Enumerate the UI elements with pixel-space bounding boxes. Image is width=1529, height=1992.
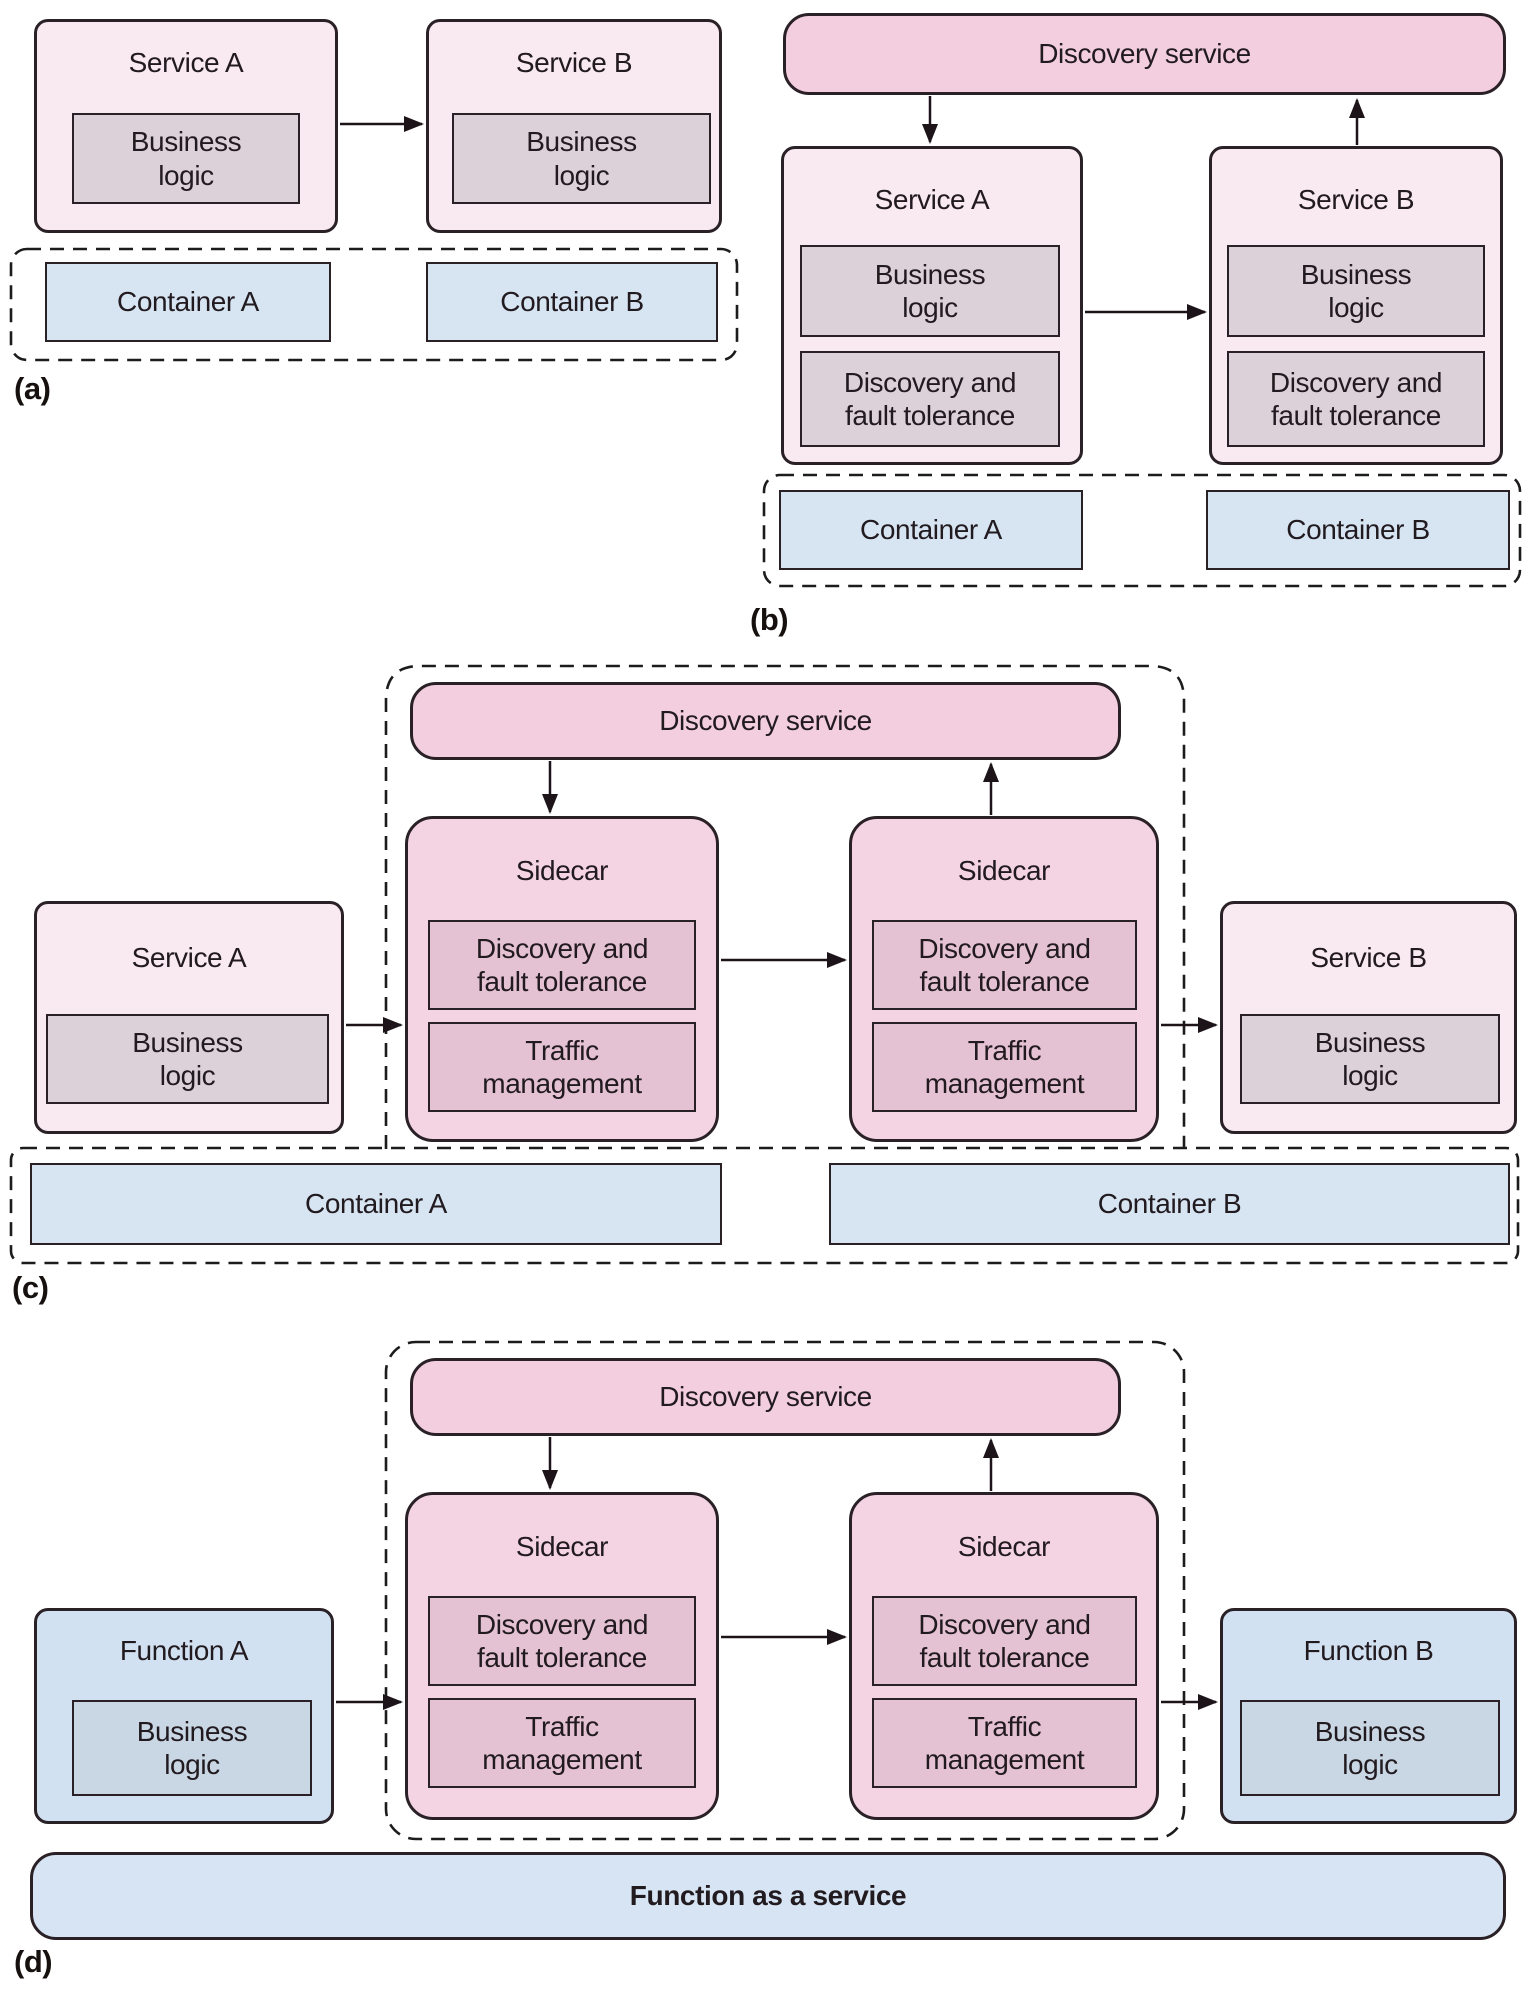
panel-c-service-b-title: Service B <box>1310 942 1427 974</box>
panel-c-label: (c) <box>12 1270 49 1305</box>
panel-a-label: (a) <box>14 371 51 406</box>
panel-c-service-a-business-logic: Business logic <box>46 1014 329 1104</box>
panel-a-service-a-business-logic: Business logic <box>72 113 300 204</box>
panel-b-service-a-title: Service A <box>874 184 990 216</box>
panel-d-label: (d) <box>14 1944 53 1979</box>
panel-a-service-a-title: Service A <box>128 47 244 79</box>
panel-d-function-b-business-logic: Business logic <box>1240 1700 1500 1796</box>
panel-d-sidecar-2-traffic: Traffic management <box>872 1698 1137 1788</box>
panel-c-sidecar-2-traffic: Traffic management <box>872 1022 1137 1112</box>
panel-b-discovery-service-bar: Discovery service <box>783 13 1506 95</box>
panel-d-discovery-service-bar: Discovery service <box>410 1358 1121 1436</box>
panel-a-container-a: Container A <box>45 262 331 342</box>
panel-c-service-a-title: Service A <box>131 942 247 974</box>
panel-b-service-a-discovery-fault: Discovery and fault tolerance <box>800 351 1060 447</box>
panel-b-service-b-discovery-fault: Discovery and fault tolerance <box>1227 351 1485 447</box>
panel-d-function-a-business-logic: Business logic <box>72 1700 312 1796</box>
panel-c-discovery-service-bar: Discovery service <box>410 682 1121 760</box>
panel-d-function-a-title: Function A <box>119 1635 249 1667</box>
panel-c-sidecar-1-traffic: Traffic management <box>428 1022 696 1112</box>
panel-c-service-b-business-logic: Business logic <box>1240 1014 1500 1104</box>
panel-d-sidecar-1-discovery-fault: Discovery and fault tolerance <box>428 1596 696 1686</box>
panel-d-faas-bar: Function as a service <box>30 1852 1506 1940</box>
panel-b-label: (b) <box>750 602 789 637</box>
panel-d-sidecar-2-discovery-fault: Discovery and fault tolerance <box>872 1596 1137 1686</box>
panel-c-sidecar-2-title: Sidecar <box>957 855 1051 887</box>
panel-b-container-b: Container B <box>1206 490 1510 570</box>
panel-d-sidecar-2-title: Sidecar <box>957 1531 1051 1563</box>
panel-a-service-b-title: Service B <box>515 47 633 79</box>
panel-b-service-b-title: Service B <box>1297 184 1415 216</box>
panel-d-sidecar-1-title: Sidecar <box>515 1531 609 1563</box>
panel-a-service-b-business-logic: Business logic <box>452 113 711 204</box>
panel-d-sidecar-1-traffic: Traffic management <box>428 1698 696 1788</box>
panel-c-sidecar-1-title: Sidecar <box>515 855 609 887</box>
panel-b-service-b-business-logic: Business logic <box>1227 245 1485 337</box>
panel-c-container-a: Container A <box>30 1163 722 1245</box>
panel-d-function-b-title: Function B <box>1303 1635 1434 1667</box>
panel-c-container-b: Container B <box>829 1163 1510 1245</box>
panel-c-sidecar-2-discovery-fault: Discovery and fault tolerance <box>872 920 1137 1010</box>
panel-b-service-a-business-logic: Business logic <box>800 245 1060 337</box>
panel-b-container-a: Container A <box>779 490 1083 570</box>
panel-c-sidecar-1-discovery-fault: Discovery and fault tolerance <box>428 920 696 1010</box>
panel-a-container-b: Container B <box>426 262 718 342</box>
